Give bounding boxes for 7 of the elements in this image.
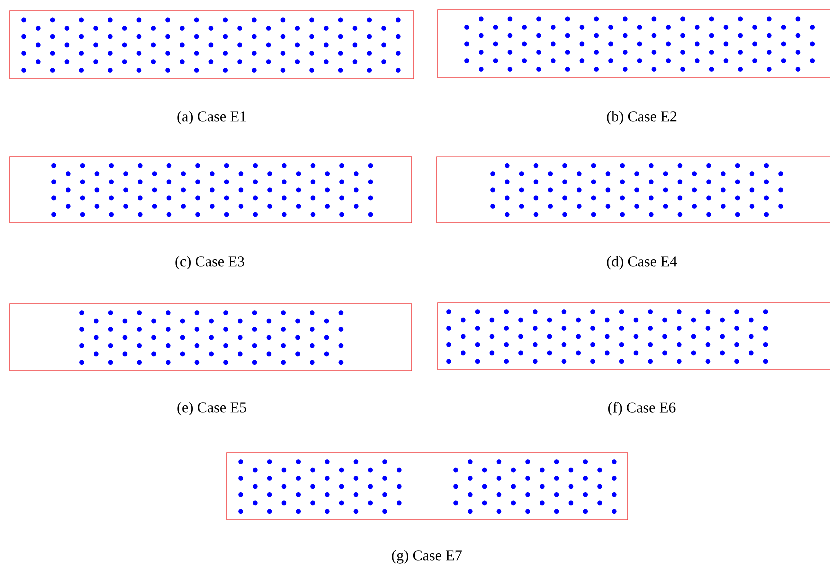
subfigure-caption: (g) Case E7: [392, 550, 462, 564]
subfigure-caption: (f) Case E6: [608, 402, 676, 416]
subfigure-caption: (e) Case E5: [178, 402, 246, 416]
subfigure-caption: (b) Case E2: [607, 111, 677, 125]
subfigure-caption: (a) Case E1: [178, 111, 246, 125]
subfigure-caption: (d) Case E4: [607, 256, 678, 270]
subfigure-caption: (c) Case E3: [176, 256, 244, 270]
